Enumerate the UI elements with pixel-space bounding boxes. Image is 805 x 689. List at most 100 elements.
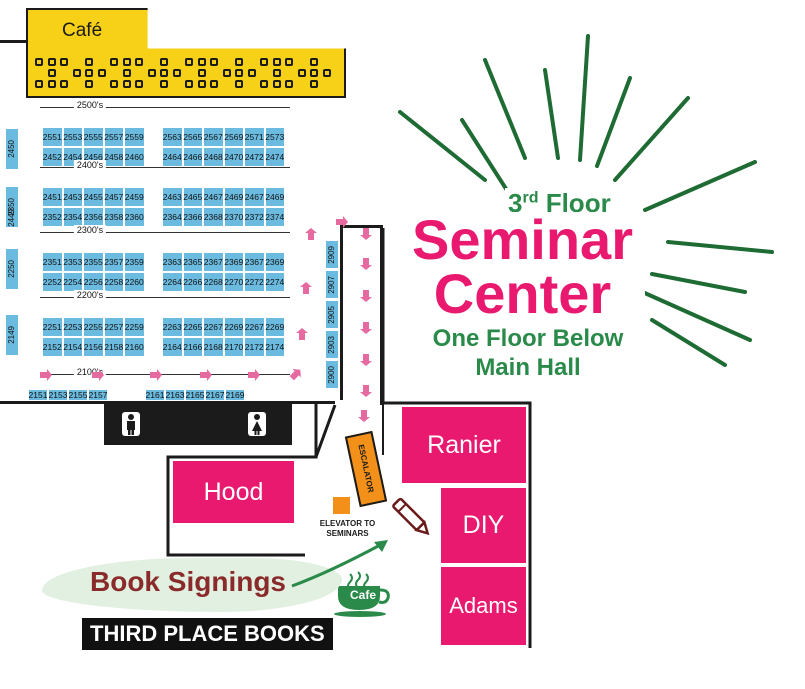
booth[interactable]: 2567 [203, 127, 224, 147]
booth[interactable]: 2153 [48, 389, 68, 401]
booth[interactable]: 2365 [182, 252, 203, 272]
booth[interactable]: 2571 [244, 127, 265, 147]
booth[interactable]: 2259 [124, 317, 145, 337]
booth[interactable]: 2450 [5, 128, 19, 170]
booth[interactable]: 2357 [103, 252, 124, 272]
booth[interactable]: 2165 [185, 389, 205, 401]
booth[interactable]: 2369 [264, 252, 285, 272]
booth[interactable]: 2253 [62, 317, 83, 337]
booth[interactable]: 2466 [182, 147, 203, 167]
booth[interactable]: 2366 [182, 207, 203, 227]
booth[interactable]: 2156 [83, 337, 104, 357]
booth[interactable]: 2457 [103, 187, 124, 207]
booth[interactable]: 2270 [223, 272, 244, 292]
booth[interactable]: 2265 [182, 317, 203, 337]
booth[interactable]: 2367 [203, 252, 224, 272]
booth[interactable]: 2364 [162, 207, 183, 227]
booth[interactable]: 2260 [124, 272, 145, 292]
booth[interactable]: 2368 [203, 207, 224, 227]
booth[interactable]: 2267 [203, 317, 224, 337]
booth[interactable]: 2573 [264, 127, 285, 147]
booth[interactable]: 2157 [88, 389, 108, 401]
booth[interactable]: 2269 [264, 317, 285, 337]
booth[interactable]: 2551 [42, 127, 63, 147]
booth[interactable]: 2451 [42, 187, 63, 207]
booth[interactable]: 2900 [325, 360, 339, 389]
booth[interactable]: 2170 [223, 337, 244, 357]
booth[interactable]: 2263 [162, 317, 183, 337]
booth[interactable]: 2168 [203, 337, 224, 357]
booth[interactable]: 2354 [62, 207, 83, 227]
booth[interactable]: 2472 [244, 147, 265, 167]
booth[interactable]: 2369 [223, 252, 244, 272]
booth[interactable]: 2158 [103, 337, 124, 357]
booth[interactable]: 2474 [264, 147, 285, 167]
booth[interactable]: 2166 [182, 337, 203, 357]
room-adams[interactable]: Adams [441, 567, 526, 645]
booth[interactable]: 2163 [165, 389, 185, 401]
booth[interactable]: 2160 [124, 337, 145, 357]
booth[interactable]: 2155 [68, 389, 88, 401]
third-place-books-label[interactable]: THIRD PLACE BOOKS [82, 618, 333, 650]
booth[interactable]: 2169 [225, 389, 245, 401]
booth[interactable]: 2359 [124, 252, 145, 272]
booth[interactable]: 2555 [83, 127, 104, 147]
booth[interactable]: 2264 [162, 272, 183, 292]
booth[interactable]: 2452 [42, 147, 63, 167]
booth[interactable]: 2252 [42, 272, 63, 292]
booth[interactable]: 2467 [203, 187, 224, 207]
booth[interactable]: 2174 [264, 337, 285, 357]
booth[interactable]: 2569 [223, 127, 244, 147]
booth[interactable]: 2468 [203, 147, 224, 167]
booth[interactable]: 2154 [62, 337, 83, 357]
booth[interactable]: 2255 [83, 317, 104, 337]
booth[interactable]: 2905 [325, 300, 339, 329]
booth[interactable]: 2460 [124, 147, 145, 167]
booth[interactable]: 2903 [325, 330, 339, 359]
room-ranier[interactable]: Ranier [402, 407, 526, 483]
booth[interactable]: 2463 [162, 187, 183, 207]
booth[interactable]: 2469 [264, 187, 285, 207]
booth[interactable]: 2458 [103, 147, 124, 167]
booth[interactable]: 2258 [103, 272, 124, 292]
booth[interactable]: 2149 [5, 314, 19, 356]
booth[interactable]: 2151 [28, 389, 48, 401]
booth[interactable]: 2464 [162, 147, 183, 167]
booth[interactable]: 2164 [162, 337, 183, 357]
room-hood[interactable]: Hood [173, 461, 294, 523]
booth[interactable]: 2557 [103, 127, 124, 147]
booth[interactable]: 2563 [162, 127, 183, 147]
book-signings-label[interactable]: Book Signings [90, 566, 286, 597]
booth[interactable]: 2459 [124, 187, 145, 207]
booth[interactable]: 2269 [223, 317, 244, 337]
booth[interactable]: 2152 [42, 337, 63, 357]
booth[interactable]: 2465 [182, 187, 203, 207]
booth[interactable]: 2254 [62, 272, 83, 292]
booth[interactable]: 2469 [223, 187, 244, 207]
booth[interactable]: 2257 [103, 317, 124, 337]
booth[interactable]: 2268 [203, 272, 224, 292]
booth[interactable]: 2274 [264, 272, 285, 292]
booth[interactable]: 2353 [62, 252, 83, 272]
booth[interactable]: 2907 [325, 270, 339, 299]
booth[interactable]: 2467 [244, 187, 265, 207]
booth[interactable]: 2266 [182, 272, 203, 292]
booth[interactable]: 2355 [83, 252, 104, 272]
booth[interactable]: 2909 [325, 240, 339, 269]
booth[interactable]: 2470 [223, 147, 244, 167]
booth[interactable]: 2565 [182, 127, 203, 147]
booth[interactable]: 2363 [162, 252, 183, 272]
booth[interactable]: 2367 [244, 252, 265, 272]
room-diy[interactable]: DIY [441, 488, 526, 563]
booth[interactable]: 2559 [124, 127, 145, 147]
booth[interactable]: 2374 [264, 207, 285, 227]
booth[interactable]: 2161 [145, 389, 165, 401]
booth[interactable]: 2251 [42, 317, 63, 337]
booth[interactable]: 2350 [5, 186, 19, 228]
booth[interactable]: 2351 [42, 252, 63, 272]
booth[interactable]: 2167 [205, 389, 225, 401]
booth[interactable]: 2352 [42, 207, 63, 227]
elevator[interactable] [333, 497, 350, 514]
booth[interactable]: 2372 [244, 207, 265, 227]
booth[interactable]: 2453 [62, 187, 83, 207]
